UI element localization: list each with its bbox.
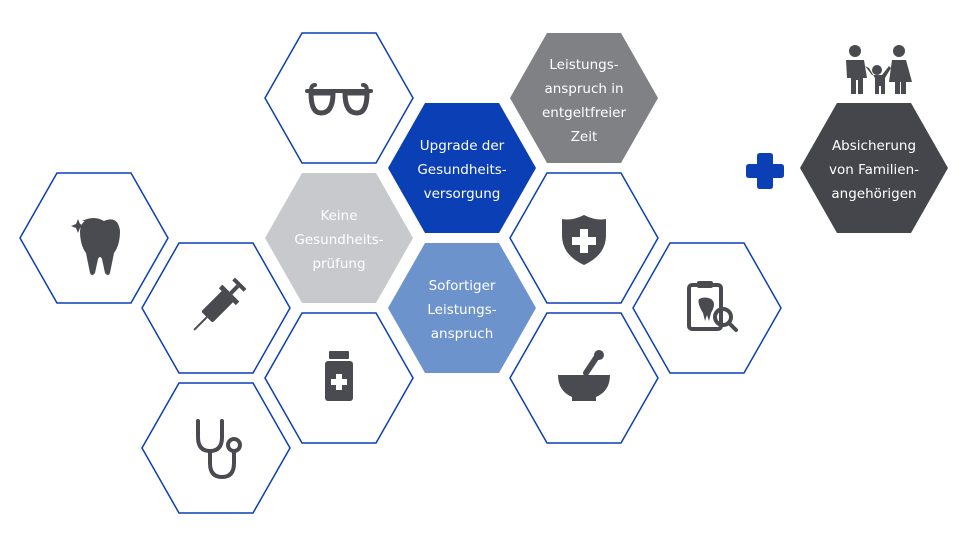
shield-cross-icon [562, 215, 606, 265]
svg-text:Gesundheits-: Gesundheits- [417, 162, 506, 178]
hex-dental-clipboard [632, 242, 782, 374]
hex-tooth [19, 172, 169, 304]
hex-leistungsanspruch: Leistungs- anspruch in entgeltfreier Zei… [510, 33, 658, 163]
glasses-icon [305, 83, 373, 116]
svg-text:Gesundheits-: Gesundheits- [294, 232, 383, 248]
svg-text:Upgrade der: Upgrade der [420, 138, 505, 154]
hex-glasses [264, 32, 414, 164]
plus-icon [746, 153, 784, 189]
svg-text:Zeit: Zeit [571, 129, 598, 145]
svg-text:prüfung: prüfung [312, 256, 365, 272]
syringe-icon [193, 277, 247, 331]
mortar-pestle-icon [558, 350, 610, 401]
hex-stethoscope [141, 382, 291, 514]
hex-upgrade: Upgrade der Gesundheits- versorgung [388, 103, 536, 233]
hex-keine-pruefung: Keine Gesundheits- prüfung [265, 173, 413, 303]
svg-text:anspruch: anspruch [431, 326, 494, 342]
family-icon [846, 45, 912, 94]
svg-text:Leistungs-: Leistungs- [549, 57, 618, 73]
svg-text:Leistungs-: Leistungs- [427, 302, 496, 318]
svg-text:Keine: Keine [320, 208, 357, 224]
svg-text:Sofortiger: Sofortiger [429, 278, 496, 294]
hex-shield [509, 172, 659, 304]
hex-syringe [141, 242, 291, 374]
svg-text:anspruch in: anspruch in [544, 81, 623, 97]
svg-text:von Familien-: von Familien- [829, 162, 919, 178]
medicine-bottle-icon [325, 351, 353, 401]
svg-text:entgeltfreier: entgeltfreier [542, 105, 626, 121]
hex-familienangehoerige: Absicherung von Familien- angehörigen [800, 103, 948, 233]
svg-text:angehörigen: angehörigen [831, 186, 916, 202]
dental-clipboard-icon [687, 281, 738, 332]
svg-text:Absicherung: Absicherung [832, 138, 916, 154]
svg-text:versorgung: versorgung [424, 186, 501, 202]
stethoscope-icon [196, 419, 242, 479]
hex-sofortiger: Sofortiger Leistungs- anspruch [388, 243, 536, 373]
tooth-icon [80, 218, 120, 275]
hex-mortar [509, 312, 659, 444]
hex-medicine-bottle [264, 312, 414, 444]
